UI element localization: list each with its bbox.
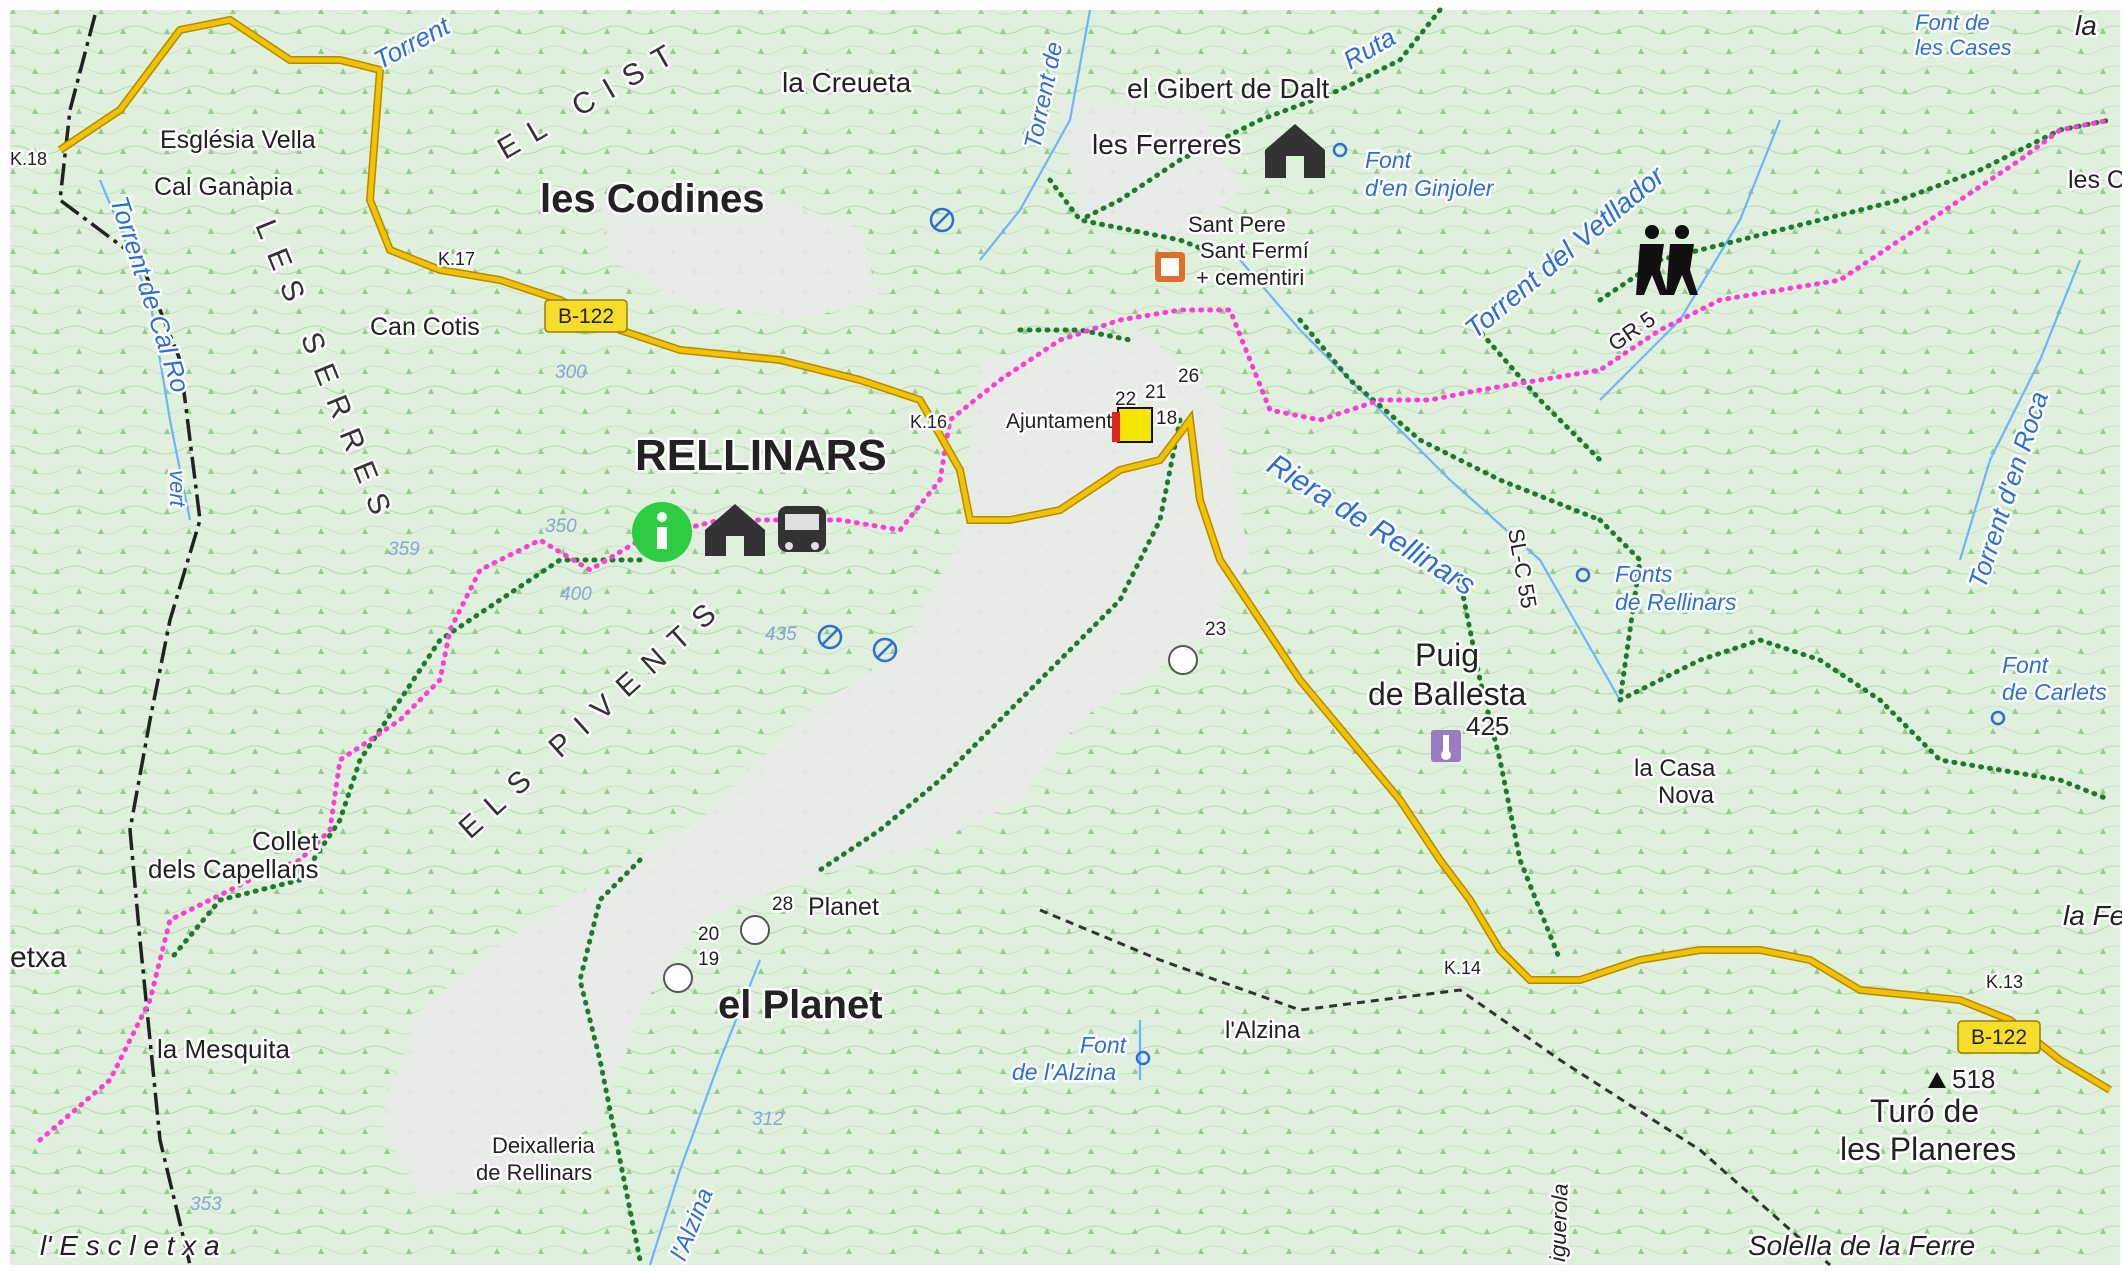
place-label-esglesia-vella: Església Vella (160, 126, 316, 154)
place-label-el-gibert: el Gibert de Dalt (1127, 73, 1330, 104)
place-label-can-cotis: Can Cotis (370, 313, 480, 341)
km-marker-k17: K.17 (438, 249, 475, 269)
restaurant-icon[interactable] (1155, 252, 1185, 282)
place-label-ajuntament: Ajuntament (1006, 410, 1112, 433)
place-label-iguerola: iguerola (1545, 1183, 1573, 1262)
sports-icon-2[interactable] (740, 915, 770, 945)
place-label-sant-pere-1: Sant Pere (1188, 212, 1286, 237)
place-label-les-codines: les Codines (540, 177, 765, 221)
water-label-fonts-rell-1: Fonts (1615, 561, 1673, 587)
townhall-icon[interactable] (1112, 407, 1153, 443)
house-number-19: 19 (698, 949, 719, 970)
place-label-planet: Planet (808, 893, 879, 921)
road-badge-b122-left: B-122 (544, 299, 628, 333)
shelter-icon-ferreres[interactable] (1265, 124, 1325, 178)
water-label-font-ginjoler-2: d'en Ginjoler (1365, 175, 1495, 201)
municipal-boundary-left (58, 14, 202, 1266)
spring-icon-carlets (1990, 710, 2006, 726)
km-marker-k14: K.14 (1444, 958, 1481, 978)
place-label-collet-1: Collet (252, 826, 319, 856)
urban-area-ferreres (1060, 100, 1240, 240)
place-label-la-casa-1: la Casa (1634, 755, 1716, 782)
place-label-la-top: la (2075, 10, 2097, 41)
spring-icon-ginjoler (1332, 142, 1348, 158)
road-badge-b122-right: B-122 (1957, 1020, 2041, 1054)
place-label-puig-1: Puig (1415, 637, 1479, 673)
municipal-boundary-right (1039, 908, 1831, 1267)
elevation-350: 350 (545, 516, 577, 537)
elevation-puig: 425 (1466, 711, 1509, 741)
no-entry-icon-2 (817, 624, 843, 650)
place-label-turo-2: les Planeres (1840, 1131, 2016, 1167)
place-label-sant-pere-2: Sant Fermí (1200, 238, 1309, 263)
spring-icon-rellinars (1575, 567, 1591, 583)
place-label-la-casa-2: Nova (1658, 782, 1715, 809)
elevation-400: 400 (560, 584, 592, 605)
hikers-icon[interactable] (1636, 225, 1698, 295)
place-label-solella: Solella de la Ferre (1748, 1230, 1975, 1261)
place-label-cementiri: + cementiri (1196, 265, 1304, 290)
place-label-lesclexta: l' E s c l e t x a (40, 1230, 220, 1261)
place-label-el-planet: el Planet (718, 983, 883, 1027)
no-entry-icon-1 (929, 207, 955, 233)
km-marker-k18: K.18 (10, 149, 47, 169)
house-number-21: 21 (1145, 382, 1166, 403)
shelter-icon[interactable] (705, 504, 765, 556)
urban-area-rellinars (380, 330, 1250, 1200)
elevation-300: 300 (555, 362, 587, 383)
elevation-359: 359 (388, 539, 420, 560)
place-label-deixalleria-2: de Rellinars (476, 1160, 592, 1185)
place-label-rellinars: RELLINARS (635, 431, 887, 480)
water-label-font-ginjoler-1: Font (1365, 147, 1413, 173)
house-number-18: 18 (1156, 408, 1177, 429)
peak-triangle-icon (1928, 1072, 1946, 1088)
place-label-deixalleria-1: Deixalleria (492, 1133, 595, 1158)
place-label-les-ferreres: les Ferreres (1092, 129, 1241, 160)
place-label-la-creueta: la Creueta (782, 67, 912, 98)
km-marker-k16: K.16 (910, 412, 947, 432)
place-label-turo-1: Turó de (1870, 1093, 1979, 1129)
km-marker-k13: K.13 (1986, 972, 2023, 992)
water-label-vert: vert (165, 470, 190, 508)
thermometer-icon[interactable] (1431, 730, 1461, 762)
elevation-435: 435 (765, 624, 797, 645)
local-trails (167, 7, 2113, 1263)
information-icon[interactable] (632, 502, 692, 562)
water-label-fonts-rell-2: de Rellinars (1615, 589, 1737, 615)
elevation-353: 353 (190, 1194, 222, 1215)
road-b122 (57, 15, 2113, 1094)
house-number-23: 23 (1205, 619, 1226, 640)
water-label-font-carlets-1: Font (2002, 652, 2050, 678)
spring-icon-alzina (1135, 1050, 1151, 1066)
sports-icon-3[interactable] (663, 963, 693, 993)
water-label-font-alzina-2: de l'Alzina (1012, 1059, 1116, 1085)
place-label-la-mesquita: la Mesquita (157, 1034, 290, 1064)
place-label-etxa: etxa (10, 941, 67, 974)
elevation-turo: 518 (1952, 1064, 1995, 1094)
house-number-20: 20 (698, 924, 719, 945)
place-label-les-c: les C (2068, 166, 2122, 194)
place-label-lalzina: l'Alzina (1225, 1017, 1301, 1044)
place-label-puig-2: de Ballesta (1368, 676, 1527, 712)
water-label-font-cases-1: Font de (1915, 10, 1990, 35)
water-label-font-alzina-1: Font (1080, 1032, 1128, 1058)
sports-icon-1[interactable] (1168, 645, 1198, 675)
water-label-font-carlets-2: de Carlets (2002, 679, 2107, 705)
water-label-font-cases-2: les Cases (1915, 35, 2012, 60)
house-number-22: 22 (1115, 389, 1136, 410)
place-label-cal-ganapia: Cal Ganàpia (154, 173, 293, 201)
urban-area-codines (600, 190, 880, 320)
place-label-la-fe: la Fe (2063, 900, 2122, 931)
no-entry-icon-3 (872, 637, 898, 663)
streams (98, 9, 2082, 1266)
gr5-trail (37, 117, 2113, 1143)
road-badge-b122-left-text: B-122 (558, 305, 614, 328)
road-badge-b122-right-text: B-122 (1971, 1026, 2027, 1049)
bus-icon[interactable] (778, 506, 826, 552)
house-number-28: 28 (772, 894, 793, 915)
house-number-26: 26 (1178, 366, 1199, 387)
place-label-collet-2: dels Capellans (148, 854, 319, 884)
elevation-312: 312 (752, 1109, 784, 1130)
